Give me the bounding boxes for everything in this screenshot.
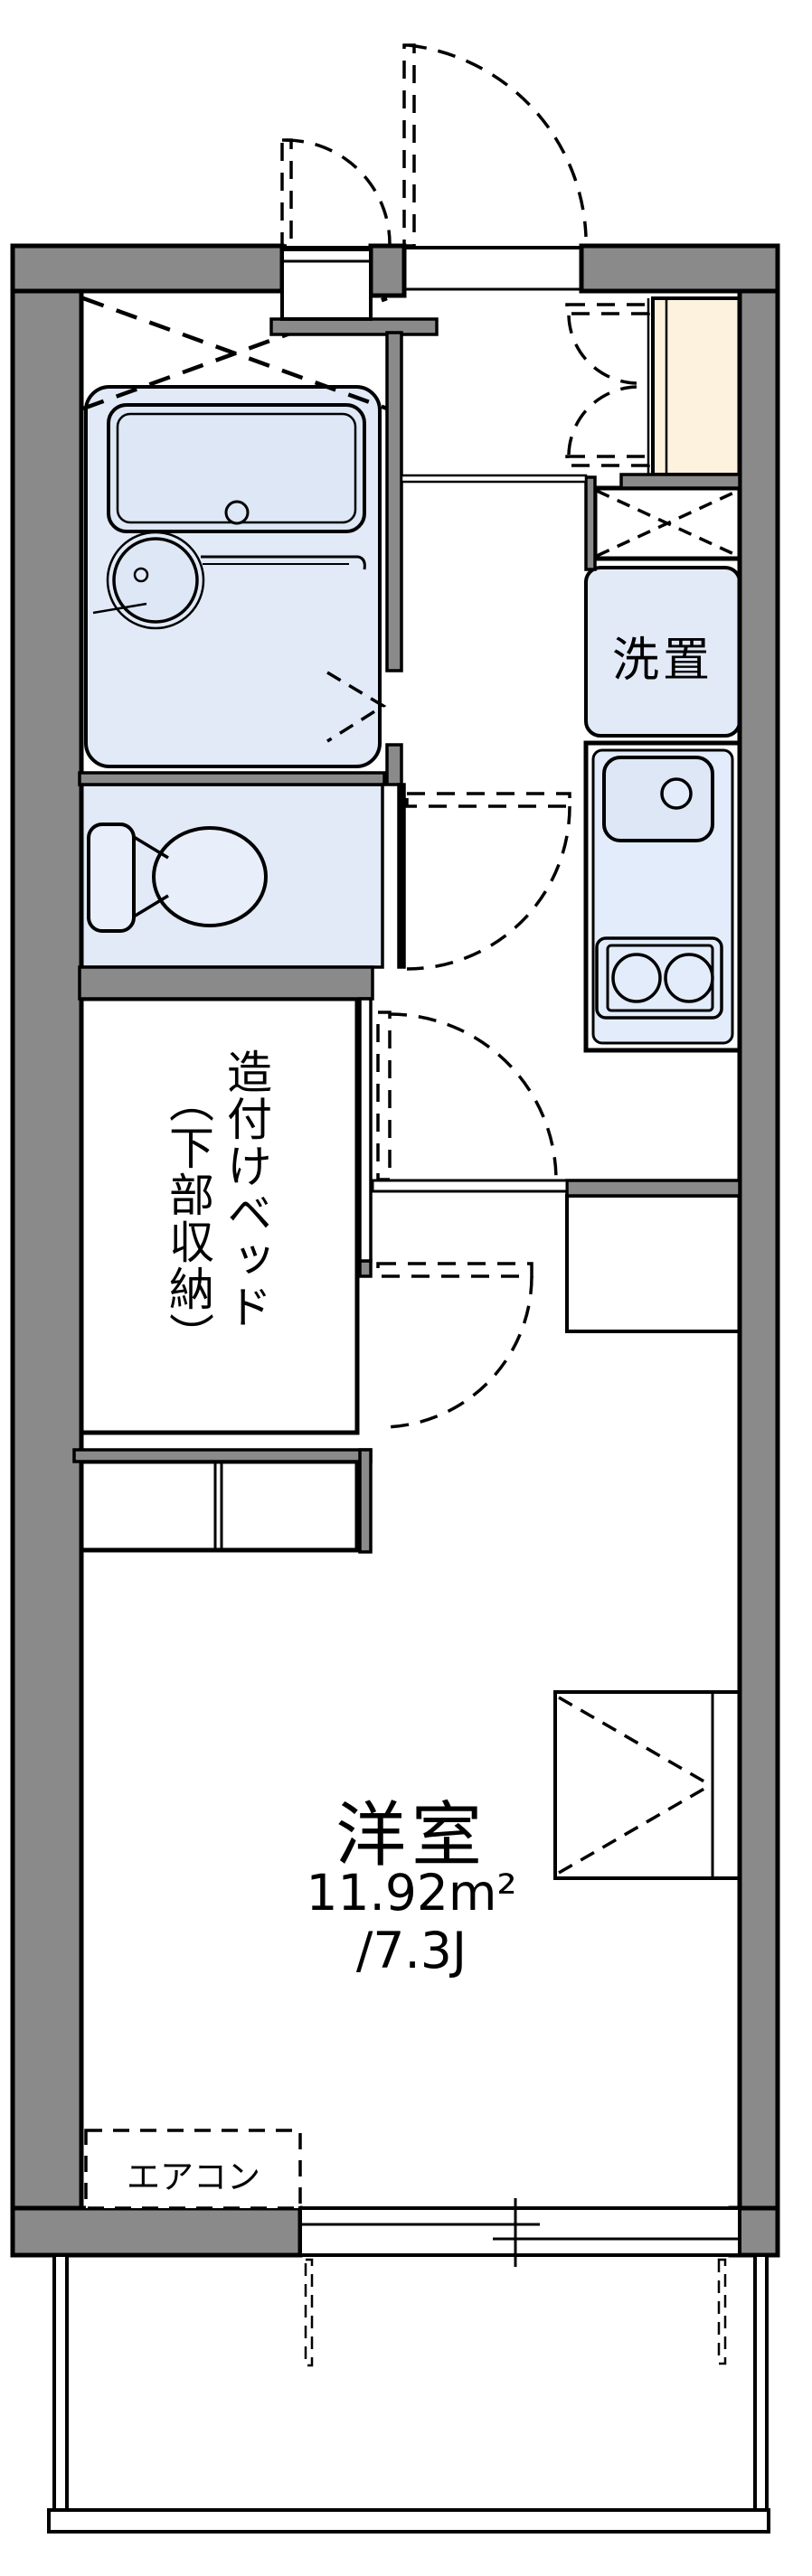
bed-foot-storage [77, 1459, 360, 1553]
room-closet [553, 1690, 741, 1880]
shoebox-door-bottom-leaf [565, 455, 650, 467]
wall-toilet-bed [78, 965, 374, 1001]
wall-top-right [579, 243, 780, 294]
balcony [47, 2253, 770, 2534]
refrigerator-space [565, 1194, 741, 1333]
wall-hall-upper [385, 331, 403, 672]
entry-main-door-arc [408, 43, 588, 238]
window-frame [298, 2206, 741, 2257]
wall-right [737, 243, 780, 2258]
kitchen-faucet [660, 777, 693, 810]
toilet-joint-bottom [133, 894, 169, 918]
balcony-partition-left [304, 2258, 314, 2367]
window [298, 2198, 741, 2267]
hall-door-leaf [376, 1011, 392, 1181]
wall-bottom-left [10, 2205, 303, 2258]
toilet-joint-top [133, 835, 169, 860]
basin-faucet [133, 567, 149, 583]
stove-burner-left [611, 953, 662, 1003]
aircon-box [84, 2129, 302, 2210]
wall-closet-right [358, 1448, 373, 1554]
bath-folding-door [326, 671, 387, 743]
wall-left [10, 243, 84, 2258]
unit-bath [82, 296, 388, 768]
shoebox-door-top-leaf [565, 303, 650, 315]
bed-label-sub: （下部収納） [162, 1077, 214, 1359]
entry-main-door-leaf [402, 43, 416, 248]
wall-door-stub [358, 1259, 373, 1278]
room-area-jo-label: /7.3J [355, 1922, 467, 1979]
wall-hall-lower [385, 743, 403, 786]
toilet-tank [87, 823, 136, 933]
entry-small-door-arc [285, 138, 392, 245]
wall-bed-right [358, 997, 373, 1263]
hall-door-arc [388, 1012, 558, 1181]
wall-genkan-band [269, 317, 439, 336]
toilet-bowl [152, 826, 268, 927]
bed-label-main: 造付けベッド [220, 1048, 272, 1330]
kitchen [583, 740, 742, 1053]
wall-shoebox-band [619, 473, 741, 490]
bath-counter-edge [201, 555, 366, 570]
room-door-arc [380, 1275, 533, 1429]
wall-toilet-side [397, 783, 406, 969]
built-in-bed [77, 996, 360, 1435]
entry-step-edge [400, 474, 588, 484]
overhead-cabinet [592, 485, 742, 561]
toilet-door-leaf [405, 792, 571, 808]
wall-top-left [10, 243, 285, 294]
wash-basin [112, 537, 199, 624]
room-threshold [371, 1179, 569, 1193]
shoebox-door-bottom-arc [567, 385, 637, 456]
inner-walls [72, 317, 741, 1554]
bathtub [107, 403, 366, 533]
balcony-rail-left [52, 2253, 69, 2513]
bathtub-drain [224, 500, 250, 525]
wall-closet-top [72, 1448, 373, 1463]
thin-walls [358, 474, 588, 1263]
balcony-rail-bottom [47, 2508, 770, 2534]
wall-kitchen-room [565, 1179, 741, 1198]
toilet-door-arc [406, 805, 571, 971]
balcony-partition-right [717, 2258, 727, 2365]
room-area-m2-label: 11.92m² [306, 1864, 517, 1922]
kitchen-sink [602, 756, 714, 842]
stove-burner-right [664, 953, 714, 1003]
door-swings [280, 43, 650, 1429]
entry-alcove [280, 246, 581, 321]
basin-outer-ring [106, 531, 205, 630]
toilet-room [80, 783, 384, 969]
wall-entry-pier [368, 243, 407, 298]
wall-bath-toilet [78, 771, 386, 786]
shoebox-door-top-arc [567, 315, 637, 385]
bath-counter-left [92, 602, 147, 615]
balcony-rail-right [753, 2253, 769, 2513]
wall-washer-pier [584, 475, 597, 571]
shoe-cabinet [647, 296, 741, 476]
aircon-label: エアコン [127, 2158, 260, 2196]
entry-small-door-leaf [280, 138, 293, 248]
bath-overhead-x [82, 296, 388, 411]
room-door-leaf [376, 1262, 533, 1278]
room-name-label: 洋室 [335, 1795, 487, 1876]
washer-space-label: 洗置 [611, 634, 713, 688]
